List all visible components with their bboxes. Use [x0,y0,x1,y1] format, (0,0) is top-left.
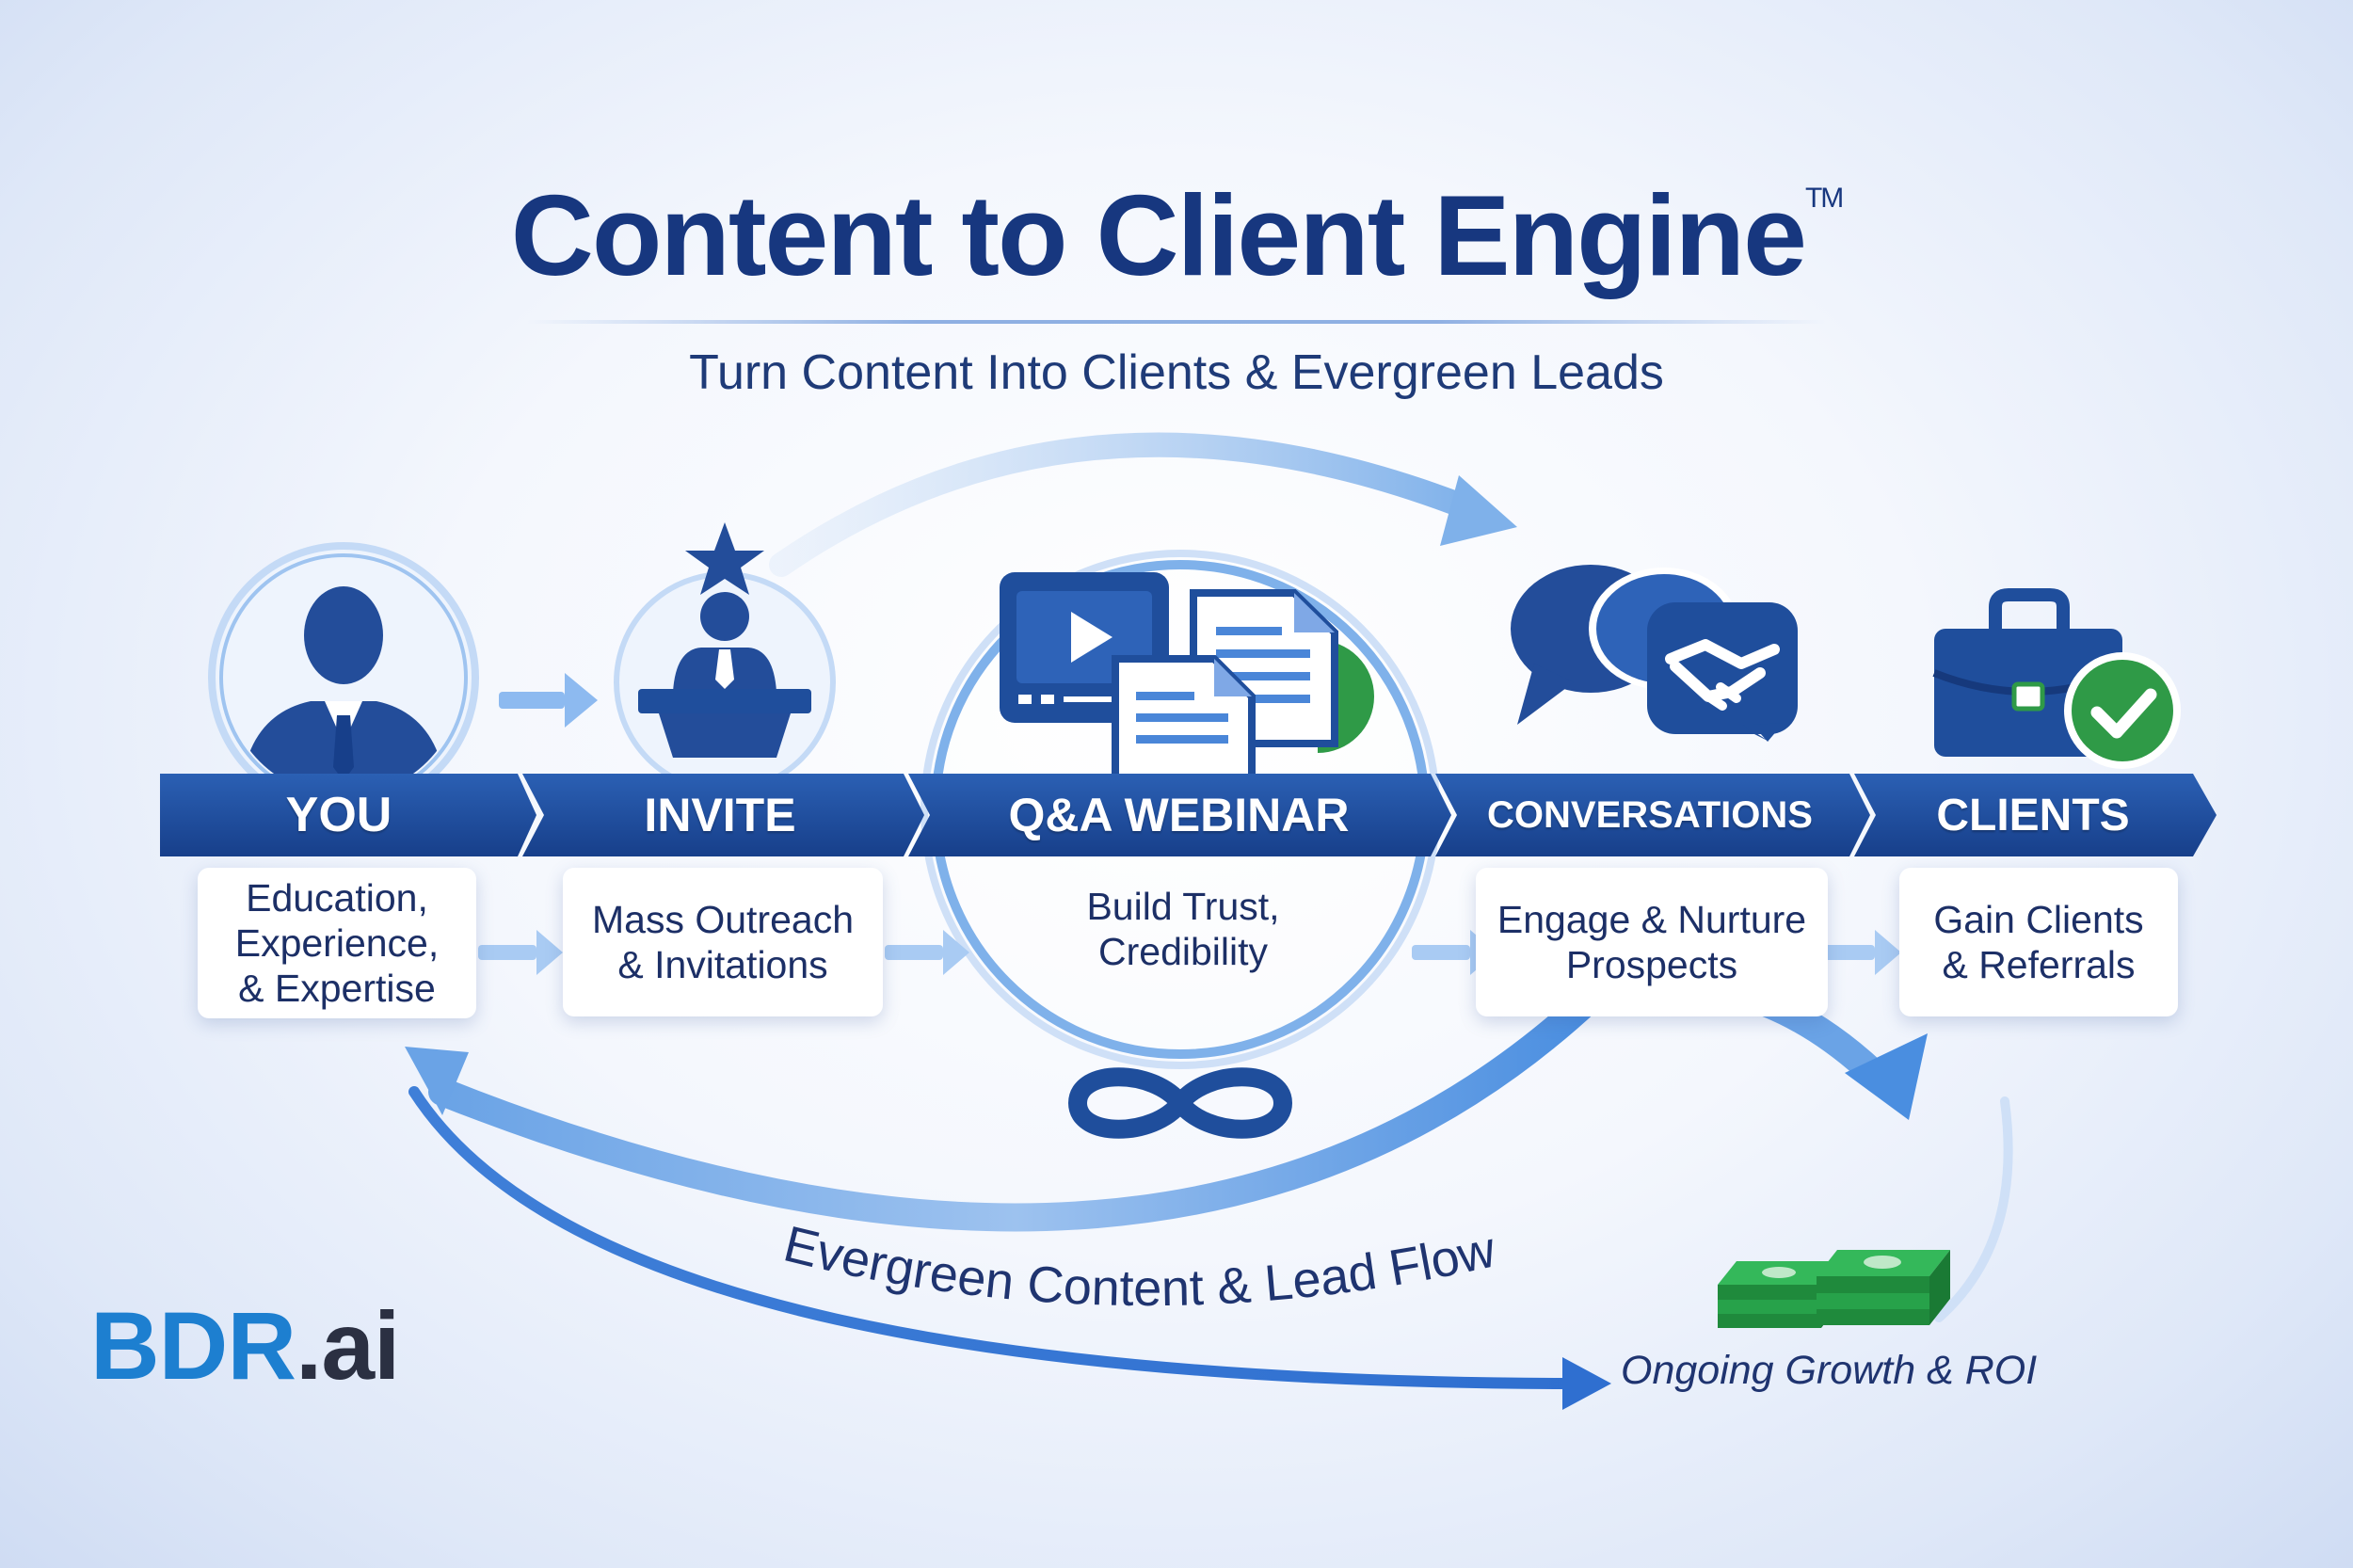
roi-arrowhead [1562,1357,1611,1410]
connector-arrows-bottom [478,930,1901,975]
infinity-icon [1067,1067,1293,1139]
page-title: Content to Client EngineTM [0,169,2353,301]
video-documents-icon [1000,572,1374,785]
banner-webinar [908,774,1451,856]
speaker-podium-icon [614,522,836,793]
logo-suffix: .ai [295,1292,400,1400]
connector-arrows-top [499,673,598,728]
money-stack-icon [1718,1250,1950,1328]
loop-label: Evergreen Content & Lead Flow [778,1215,1501,1317]
banner-invite [522,774,924,856]
roi-arrow [408,1086,1587,1389]
person-icon [208,542,479,813]
title-divider [527,320,1826,324]
roi-label: Ongoing Growth & ROI [1621,1348,2038,1393]
stage-banners [160,774,2217,856]
logo-main: BDR [90,1292,296,1400]
stage-desc-clients: Gain Clients & Referrals [1899,868,2178,1016]
title-text: Content to Client Engine [510,171,1807,299]
stage-desc-line: Mass Outreach [592,898,854,941]
stage-desc-line: Prospects [1565,943,1738,986]
banner-you [160,774,536,856]
bottom-loop-arrow [428,984,1605,1232]
stage-desc-conversations: Engage & Nurture Prospects [1476,868,1828,1016]
stage-desc-you: Education, Experience, & Expertise [198,868,476,1018]
stage-label-invite: INVITE [644,789,796,841]
stage-desc-line: & Referrals [1942,943,2136,986]
stage-desc-line: Education, [246,876,428,920]
top-arc-arrow [769,432,1481,577]
stage-desc-line: Credibility [1098,930,1268,973]
stage-label-conversations: CONVERSATIONS [1487,793,1813,836]
briefcase-check-icon [1932,588,2181,769]
stage-desc-webinar: Build Trust, Credibility [1037,868,1329,990]
stage-desc-line: Gain Clients [1933,898,2144,941]
clients-up-arrowhead [1845,1033,1928,1120]
logo: BDR.ai [90,1291,400,1401]
top-arc-arrowhead [1440,475,1517,546]
subtitle: Turn Content Into Clients & Evergreen Le… [689,345,1664,400]
stage-label-webinar: Q&A WEBINAR [1008,789,1350,841]
stage-desc-line: Experience, [234,921,440,965]
bottom-loop-arrowhead [405,1047,469,1115]
stage-desc-invite: Mass Outreach & Invitations [563,868,883,1016]
stage-label-clients: CLIENTS [1936,790,2130,840]
stage-desc-line: & Invitations [617,943,828,986]
banner-clients [1854,774,2217,856]
stage-desc-line: & Expertise [238,967,436,1010]
chat-handshake-icon [1511,565,1798,742]
trademark-mark: TM [1804,183,1844,214]
stage-label-you: YOU [285,788,392,842]
banner-conversations [1435,774,1870,856]
stage-desc-line: Build Trust, [1086,885,1280,928]
stage-desc-line: Engage & Nurture [1497,898,1807,941]
